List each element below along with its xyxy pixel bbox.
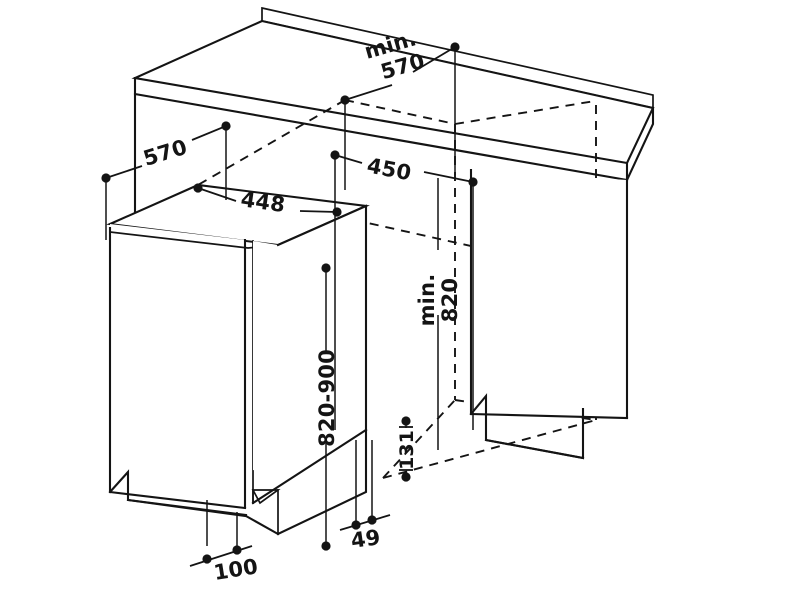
- dimension-min-820: min. 820: [415, 178, 462, 450]
- right-cabinet-bottom-edge: [469, 412, 629, 420]
- right-cabinet-side-fill: [471, 170, 627, 418]
- appliance-top-fill: [110, 185, 366, 245]
- worktop-top-surface-fill: [135, 21, 653, 163]
- dim-49-value: 49: [349, 525, 382, 553]
- dim-570-leader-right: [191, 125, 227, 141]
- dim-min820-prefix: min.: [415, 274, 439, 327]
- dimension-49: 49: [339, 440, 391, 553]
- dim-49-dot-left: [351, 520, 361, 530]
- dim-450-dot-right: [468, 177, 478, 187]
- dim-100-leader: [189, 545, 253, 567]
- dim-49-leader: [339, 514, 391, 531]
- dim-131-dot-top: [401, 416, 411, 426]
- appliance-body: [106, 183, 370, 536]
- dim-min820-value: 820: [438, 278, 462, 322]
- dim-570-dot-right: [221, 121, 231, 131]
- appliance-foot-bracket: [251, 489, 281, 505]
- appliance-base-front: [126, 498, 247, 518]
- appliance-right-side-face: [276, 204, 368, 432]
- niche-top-rear-edge: [344, 99, 456, 125]
- dim-450-leader-right: [423, 171, 474, 183]
- dim-131-value: 131: [396, 430, 418, 470]
- dim-570-value: 570: [140, 135, 190, 171]
- dim-100-value: 100: [212, 554, 260, 585]
- dim-820900-dot-bottom: [321, 541, 331, 551]
- niche-bottom-front-edge: [382, 419, 597, 479]
- dim-450-value: 450: [365, 153, 413, 185]
- right-cabinet-plinth-front: [484, 438, 585, 460]
- worktop-front-edge-left: [133, 76, 629, 182]
- niche-bottom-left-edge: [382, 399, 456, 479]
- worktop-right-end: [625, 106, 655, 182]
- dim-820900-dot-top: [321, 263, 331, 273]
- dimension-448: 448: [193, 183, 342, 217]
- dim-570-leader-left: [105, 165, 143, 179]
- dimension-820-900: 820-900: [315, 263, 339, 551]
- dim-131-dot-bottom: [401, 472, 411, 482]
- dim-448-leader-right: [299, 210, 338, 213]
- dim-448-dot-left: [193, 183, 203, 193]
- dimension-131: 131: [396, 416, 418, 482]
- dim-450-dot-left: [330, 150, 340, 160]
- dim-448-leader-left: [197, 187, 237, 202]
- dim-820900-value: 820-900: [315, 349, 339, 447]
- dim-min570-leader-right: [412, 46, 456, 73]
- dim-49-dot-right: [367, 515, 377, 525]
- appliance-bottom-rear-run: [276, 428, 368, 536]
- dim-min570-leader-left: [344, 84, 393, 101]
- dim-min570-dot-left: [340, 95, 350, 105]
- dimension-min-570: min. 570: [340, 26, 460, 190]
- dim-100-dot-left: [202, 554, 212, 564]
- niche-top-right-edge: [454, 100, 596, 125]
- right-cabinet-body: [469, 168, 629, 460]
- niche-top-diagonal-left: [197, 99, 346, 186]
- appliance-bottom-right-edge: [244, 514, 280, 536]
- dim-450-leader-left: [334, 154, 363, 164]
- appliance-side-fill: [253, 206, 366, 475]
- dim-min570-dot-right: [450, 42, 460, 52]
- dim-100-dot-right: [232, 545, 242, 555]
- worktop-assembly: [131, 6, 655, 182]
- appliance-door-fill: [110, 224, 245, 508]
- dim-570-dot-left: [101, 173, 111, 183]
- dim-448-dot-right: [332, 207, 342, 217]
